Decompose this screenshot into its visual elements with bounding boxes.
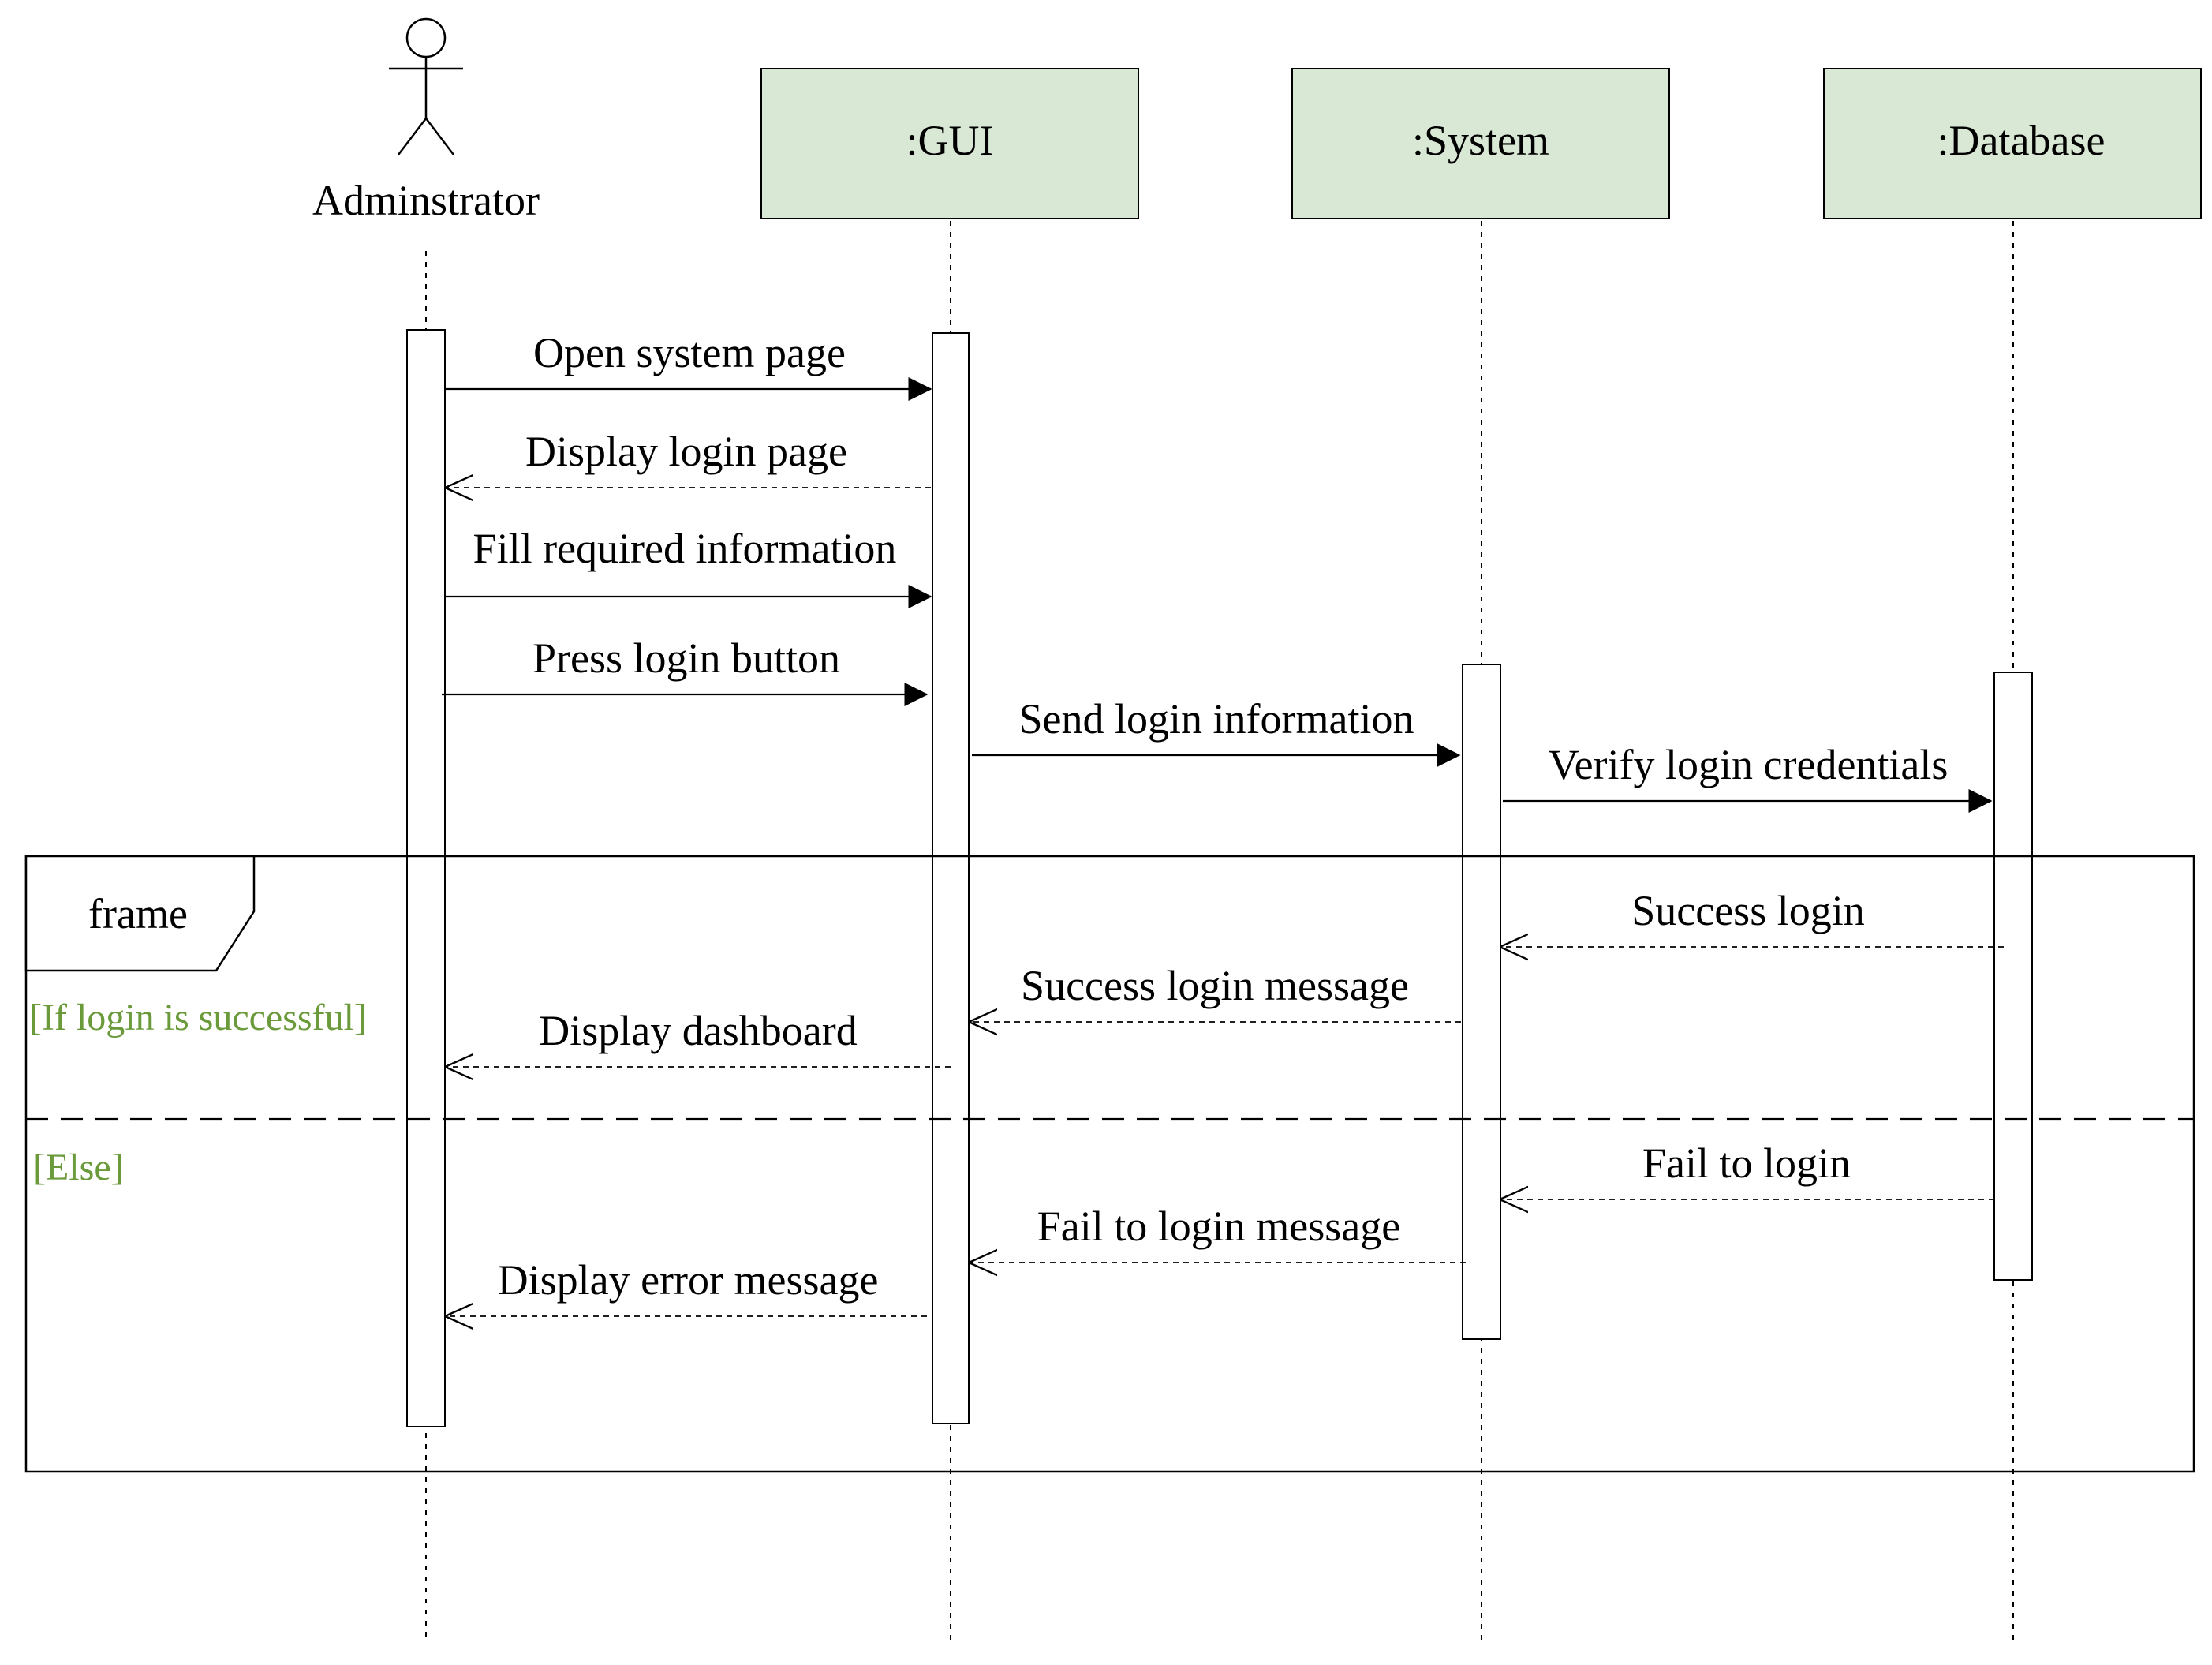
activation-administrator <box>406 329 446 1427</box>
lifeline-head-gui <box>760 68 1139 219</box>
lifeline-head-system <box>1291 68 1670 219</box>
message-label-verify-login-credentials: Verify login credentials <box>1549 741 1949 788</box>
actor-icon <box>389 17 463 155</box>
actor-label: Adminstrator <box>312 177 540 224</box>
message-label-display-error-message: Display error message <box>498 1256 879 1304</box>
lifeline-head-database <box>1823 68 2202 219</box>
message-label-fill-required-information: Fill required information <box>473 525 897 572</box>
message-label-fail-to-login: Fail to login <box>1642 1139 1851 1187</box>
alt-frame <box>24 855 2195 1473</box>
message-label-display-dashboard: Display dashboard <box>539 1007 857 1054</box>
message-label-success-login: Success login <box>1631 887 1864 934</box>
guard-else: [Else] <box>33 1147 124 1188</box>
message-label-open-system-page: Open system page <box>533 329 846 376</box>
message-label-success-login-message: Success login message <box>1021 962 1409 1009</box>
lifeline-label-database: :Database <box>1937 117 2106 164</box>
activation-system <box>1462 664 1501 1340</box>
activation-database <box>1993 672 2033 1281</box>
message-label-fail-to-login-message: Fail to login message <box>1037 1203 1400 1250</box>
frame-tab <box>24 855 256 972</box>
lifeline-label-gui: :GUI <box>906 117 994 164</box>
message-label-press-login-button: Press login button <box>532 634 840 682</box>
message-label-display-login-page: Display login page <box>525 428 847 475</box>
guard-if: [If login is successful] <box>29 997 367 1038</box>
activation-gui <box>932 332 970 1424</box>
message-label-send-login-information: Send login information <box>1019 695 1414 743</box>
lifeline-label-system: :System <box>1412 117 1549 164</box>
frame-label: frame <box>88 890 188 937</box>
